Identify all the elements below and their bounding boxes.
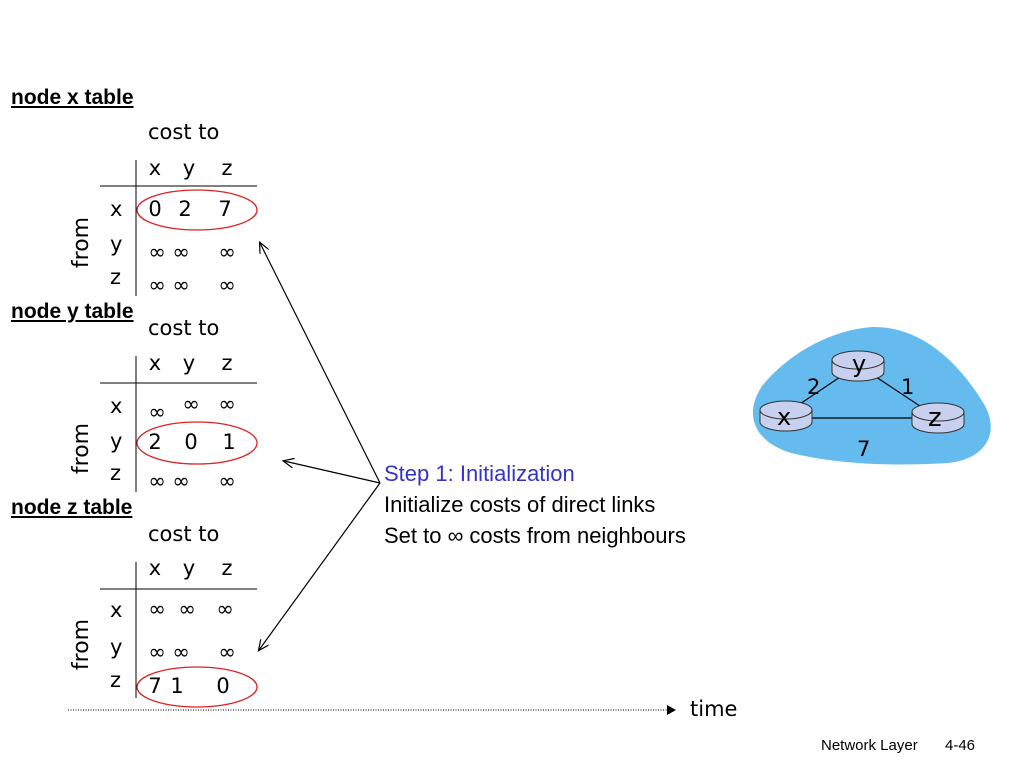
col-header-y: y	[182, 156, 196, 180]
col-header-x: x	[148, 351, 162, 375]
cell-x-x: ∞	[148, 400, 166, 424]
network-cloud	[752, 326, 991, 465]
cell-x-x: ∞	[148, 597, 166, 621]
link-cost-x-z: 7	[857, 437, 871, 461]
col-header-y: y	[182, 556, 196, 580]
row-label-x: x	[110, 598, 123, 622]
row-label-x: x	[110, 394, 123, 418]
cell-z-y: ∞	[172, 273, 190, 297]
cost-to-label: cost to	[148, 120, 220, 144]
cell-y-y: ∞	[172, 640, 190, 664]
step-line-1: Initialize costs of direct links	[384, 492, 656, 517]
row-label-y: y	[110, 429, 123, 453]
cell-z-x: 7	[148, 674, 162, 698]
arrow-to-table-z	[259, 482, 381, 650]
node-y-table-heading: node y table	[11, 300, 134, 323]
cell-z-z: 0	[216, 674, 230, 698]
cell-y-z: 1	[222, 430, 236, 454]
node-x-table-heading: node x table	[11, 86, 134, 109]
router-x-label: x	[777, 403, 792, 431]
step-line-2: Set to ∞ costs from neighbours	[384, 523, 686, 548]
footer-section: Network Layer	[821, 737, 918, 754]
cell-y-x: ∞	[148, 240, 166, 264]
row-label-x: x	[110, 197, 123, 221]
arrow-to-table-x	[260, 243, 381, 484]
col-header-z: z	[221, 556, 233, 580]
footer-page-number: 4-46	[945, 737, 976, 754]
cell-y-z: ∞	[218, 240, 236, 264]
row-label-z: z	[110, 265, 122, 289]
cell-z-y: ∞	[172, 469, 190, 493]
cell-y-x: 2	[148, 430, 162, 454]
router-z-label: z	[928, 403, 942, 433]
col-header-y: y	[182, 351, 196, 375]
highlight-ellipse-z-row	[136, 666, 258, 708]
cell-z-z: ∞	[218, 273, 236, 297]
cell-x-z: 7	[218, 197, 232, 221]
col-header-x: x	[148, 556, 162, 580]
step-title: Step 1: Initialization	[384, 461, 575, 486]
row-label-z: z	[110, 668, 122, 692]
highlight-ellipse-y-row	[136, 421, 258, 465]
cell-x-y: 2	[178, 197, 192, 221]
arrow-to-table-y	[284, 461, 381, 484]
cell-z-y: 1	[170, 674, 184, 698]
link-cost-x-y: 2	[807, 375, 821, 399]
link-cost-y-z: 1	[901, 375, 915, 399]
cell-x-z: ∞	[218, 392, 236, 416]
col-header-z: z	[221, 351, 233, 375]
node-z-table-heading: node z table	[11, 496, 133, 519]
cost-to-label: cost to	[148, 522, 220, 546]
cost-to-label: cost to	[148, 316, 220, 340]
cell-z-x: ∞	[148, 273, 166, 297]
col-header-x: x	[148, 156, 162, 180]
row-label-z: z	[110, 461, 122, 485]
cell-z-z: ∞	[218, 469, 236, 493]
router-z-icon	[911, 402, 965, 434]
row-label-y: y	[110, 635, 123, 659]
highlight-ellipse-x-row	[136, 189, 258, 231]
cell-z-x: ∞	[148, 469, 166, 493]
router-x-icon	[759, 400, 813, 432]
time-label: time	[690, 697, 738, 721]
cell-x-y: ∞	[178, 597, 196, 621]
cell-y-y: 0	[184, 430, 198, 454]
col-header-z: z	[221, 156, 233, 180]
cell-x-y: ∞	[182, 392, 200, 416]
cell-y-x: ∞	[148, 640, 166, 664]
router-y-icon	[831, 350, 885, 382]
row-label-y: y	[110, 232, 123, 256]
cell-x-x: 0	[148, 197, 162, 221]
cell-y-y: ∞	[172, 240, 190, 264]
cell-y-z: ∞	[218, 640, 236, 664]
router-y-label: y	[852, 350, 867, 378]
cell-x-z: ∞	[216, 597, 234, 621]
